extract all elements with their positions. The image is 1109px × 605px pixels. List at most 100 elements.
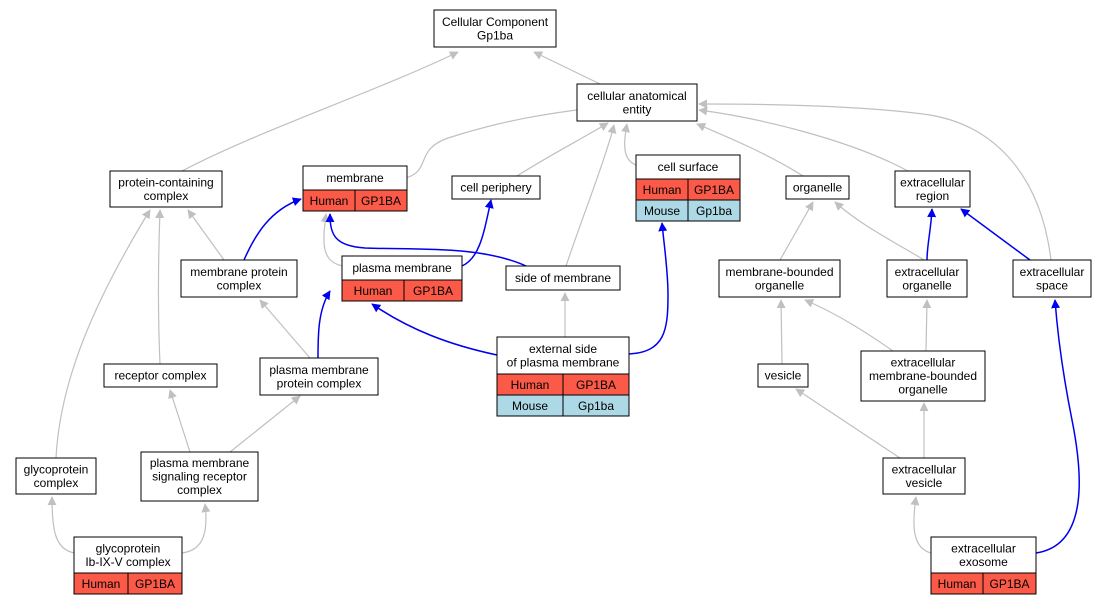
node-label: glycoprotein: [96, 541, 161, 555]
node-label: signaling receptor: [152, 470, 247, 484]
edge-exorg-to-exregion: [926, 208, 937, 261]
edge-gp1b-to-gpc: [47, 496, 76, 554]
node-label: vesicle: [906, 476, 943, 490]
node-box: [894, 170, 971, 208]
edge-pm-to-membrane: [320, 213, 344, 267]
node-label: complex: [217, 278, 262, 292]
node-box: [785, 175, 850, 200]
node-label: organelle: [902, 278, 952, 292]
node-vesicle[interactable]: vesicle: [757, 363, 809, 388]
edge-gp1b-to-pmsrc: [181, 503, 211, 554]
node-label: membrane-bounded: [725, 265, 833, 279]
edge-exo-to-exspace: [1035, 299, 1080, 554]
edge-mpc-to-membrane: [243, 197, 302, 261]
node-label: plasma membrane: [269, 363, 369, 377]
gene-cell: [354, 189, 408, 212]
node-label: Ib-IX-V complex: [85, 555, 170, 569]
edge-pm-to-periphery: [461, 199, 494, 267]
node-box: [505, 265, 621, 291]
edge-surface-to-cae: [621, 123, 637, 166]
node-label: Cellular Component: [442, 15, 549, 29]
species-label: Human: [511, 378, 550, 392]
node-label: of plasma membrane: [507, 355, 620, 369]
node-box: [886, 259, 968, 298]
node-label: extracellular: [951, 541, 1016, 555]
edge-exmbo-to-exorg: [922, 299, 932, 352]
node-box: [140, 451, 259, 502]
edge-exorg-to-organelle: [834, 201, 925, 261]
edge-exmbo-to-mbo: [804, 299, 894, 352]
edge-exo-to-exves: [910, 496, 932, 554]
node-label: membrane: [326, 171, 384, 185]
node-label: complex: [34, 476, 79, 490]
node-periphery[interactable]: cell periphery: [451, 175, 541, 200]
edge-mpc-to-pcc: [187, 209, 225, 261]
edge-exves-to-vesicle: [795, 388, 901, 459]
edge-vesicle-to-mbo: [776, 299, 786, 365]
node-label: membrane protein: [190, 265, 287, 279]
node-label: entity: [623, 102, 652, 116]
node-label: extracellular: [891, 356, 956, 370]
edge-espm-to-surface: [628, 222, 669, 355]
node-box: [860, 350, 986, 402]
gene-label: Gp1ba: [578, 399, 614, 413]
gene-cell: [403, 279, 463, 302]
node-box: [433, 9, 557, 48]
node-label: vesicle: [765, 369, 802, 383]
node-organelle[interactable]: organelle: [785, 175, 850, 200]
edge-membrane-to-cae: [405, 103, 600, 179]
node-label: organelle: [793, 181, 843, 195]
node-label: protein complex: [277, 376, 362, 390]
node-som[interactable]: side of membrane: [505, 265, 621, 291]
gene-cell: [687, 199, 741, 222]
node-label: plasma membrane: [352, 261, 452, 275]
edge-espm-to-pm: [371, 303, 498, 356]
species-label: Mouse: [512, 399, 548, 413]
node-label: cell periphery: [460, 181, 531, 195]
node-label: side of membrane: [515, 271, 611, 285]
node-box: [109, 170, 223, 208]
edge-mbo-to-organelle: [779, 201, 814, 261]
node-box: [180, 259, 298, 298]
gene-label: GP1BA: [413, 284, 453, 298]
node-label: complex: [144, 189, 189, 203]
edge-pmpc-to-pm: [317, 290, 331, 359]
node-box: [103, 363, 218, 388]
gene-label: GP1BA: [361, 194, 401, 208]
node-label: protein-containing: [118, 175, 213, 189]
node-label: cellular anatomical: [587, 89, 686, 103]
gene-label: GP1BA: [989, 577, 1029, 591]
edge-exspace-to-exregion: [960, 208, 1031, 261]
node-label: glycoprotein: [24, 462, 89, 476]
species-label: Human: [82, 577, 121, 591]
node-label: extracellular: [900, 175, 965, 189]
edge-exspace-to-cae: [698, 99, 1052, 261]
node-rc[interactable]: receptor complex: [103, 363, 218, 388]
edge-pmsrc-to-pmpc: [229, 395, 301, 453]
edge-pcc-to-root: [181, 51, 459, 172]
edge-exregion-to-cae: [698, 106, 909, 172]
node-box: [882, 457, 966, 495]
node-label: receptor complex: [114, 369, 206, 383]
edge-pmsrc-to-rc: [168, 389, 191, 453]
